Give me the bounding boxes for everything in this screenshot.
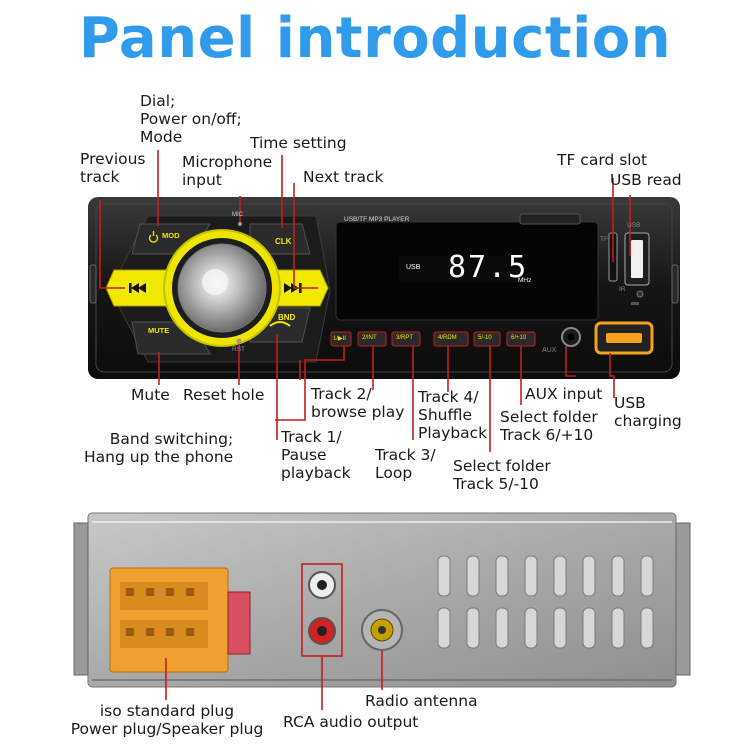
label-track3: Track 3/ Loop	[375, 446, 436, 482]
label-track1: Track 1/ Pause playback	[281, 428, 351, 482]
label-microphone-input: Microphone input	[182, 153, 273, 189]
label-iso-plug: iso standard plug Power plug/Speaker plu…	[70, 702, 264, 738]
mic-label: MIC	[232, 212, 243, 218]
hangup-phone-icon	[269, 321, 291, 327]
mod-label: MOD	[162, 231, 180, 240]
preset-2-button[interactable]	[357, 331, 387, 347]
label-previous-track: Previous track	[80, 150, 146, 186]
label-next-track: Next track	[303, 168, 384, 186]
display-frequency: 87.5	[448, 250, 529, 285]
label-track4: Track 4/ Shuffle Playback	[418, 388, 488, 442]
label-aux-input: AUX input	[525, 385, 603, 403]
rst-label: RST	[232, 346, 245, 353]
preset-4-label: 4/RDM	[438, 335, 457, 341]
tf-label: TF	[600, 236, 608, 243]
display-source: USB	[406, 264, 421, 271]
aux-label: AUX	[542, 347, 557, 354]
vent-slots	[437, 555, 654, 649]
preset-2-label: 2/INT	[362, 335, 377, 341]
label-rca-output: RCA audio output	[283, 713, 419, 731]
label-radio-antenna: Radio antenna	[365, 692, 478, 710]
lcd-small-label: USB/TF MP3 PLAYER	[344, 216, 410, 223]
usb-port-label: USB	[627, 222, 641, 229]
preset-5-button[interactable]	[473, 331, 501, 347]
reset-hole[interactable]	[236, 338, 242, 344]
mute-label: MUTE	[148, 326, 170, 335]
preset-3-button[interactable]	[391, 331, 421, 347]
preset-1-label: 1/▶II	[333, 336, 346, 342]
label-tf-card-slot: TF card slot	[557, 151, 648, 169]
label-usb-read: USB read	[610, 171, 682, 189]
rear-callout-lines	[165, 650, 383, 710]
preset-1-button[interactable]	[330, 331, 352, 347]
label-time-setting: Time setting	[250, 134, 347, 152]
preset-6-label: 6/+10	[511, 335, 527, 341]
label-usb-charging: USB charging	[614, 394, 682, 430]
page-title: Panel introduction	[78, 6, 672, 71]
microphone-hole	[238, 222, 242, 226]
preset-3-label: 3/RPT	[396, 335, 414, 341]
label-select-folder-5: Select folder Track 5/-10	[453, 457, 551, 493]
label-track2: Track 2/ browse play	[311, 385, 405, 421]
preset-4-button[interactable]	[433, 331, 469, 347]
label-dial: Dial; Power on/off; Mode	[140, 92, 242, 146]
ir-label: IR	[619, 286, 626, 293]
preset-5-label: 5/-10	[478, 335, 492, 341]
clk-label: CLK	[275, 237, 292, 246]
power-icon	[148, 231, 159, 243]
previous-icon	[129, 283, 146, 293]
iso-connector	[109, 567, 251, 673]
bnd-label: BND	[278, 313, 296, 322]
preset-button-row	[330, 331, 536, 347]
label-band-switching: Band switching; Hang up the phone	[84, 430, 234, 466]
label-mute: Mute	[131, 386, 170, 404]
callout-lines	[99, 150, 631, 452]
label-reset-hole: Reset hole	[183, 386, 265, 404]
display-unit: MHz	[518, 277, 532, 284]
label-select-folder-6: Select folder Track 6/+10	[500, 408, 598, 444]
